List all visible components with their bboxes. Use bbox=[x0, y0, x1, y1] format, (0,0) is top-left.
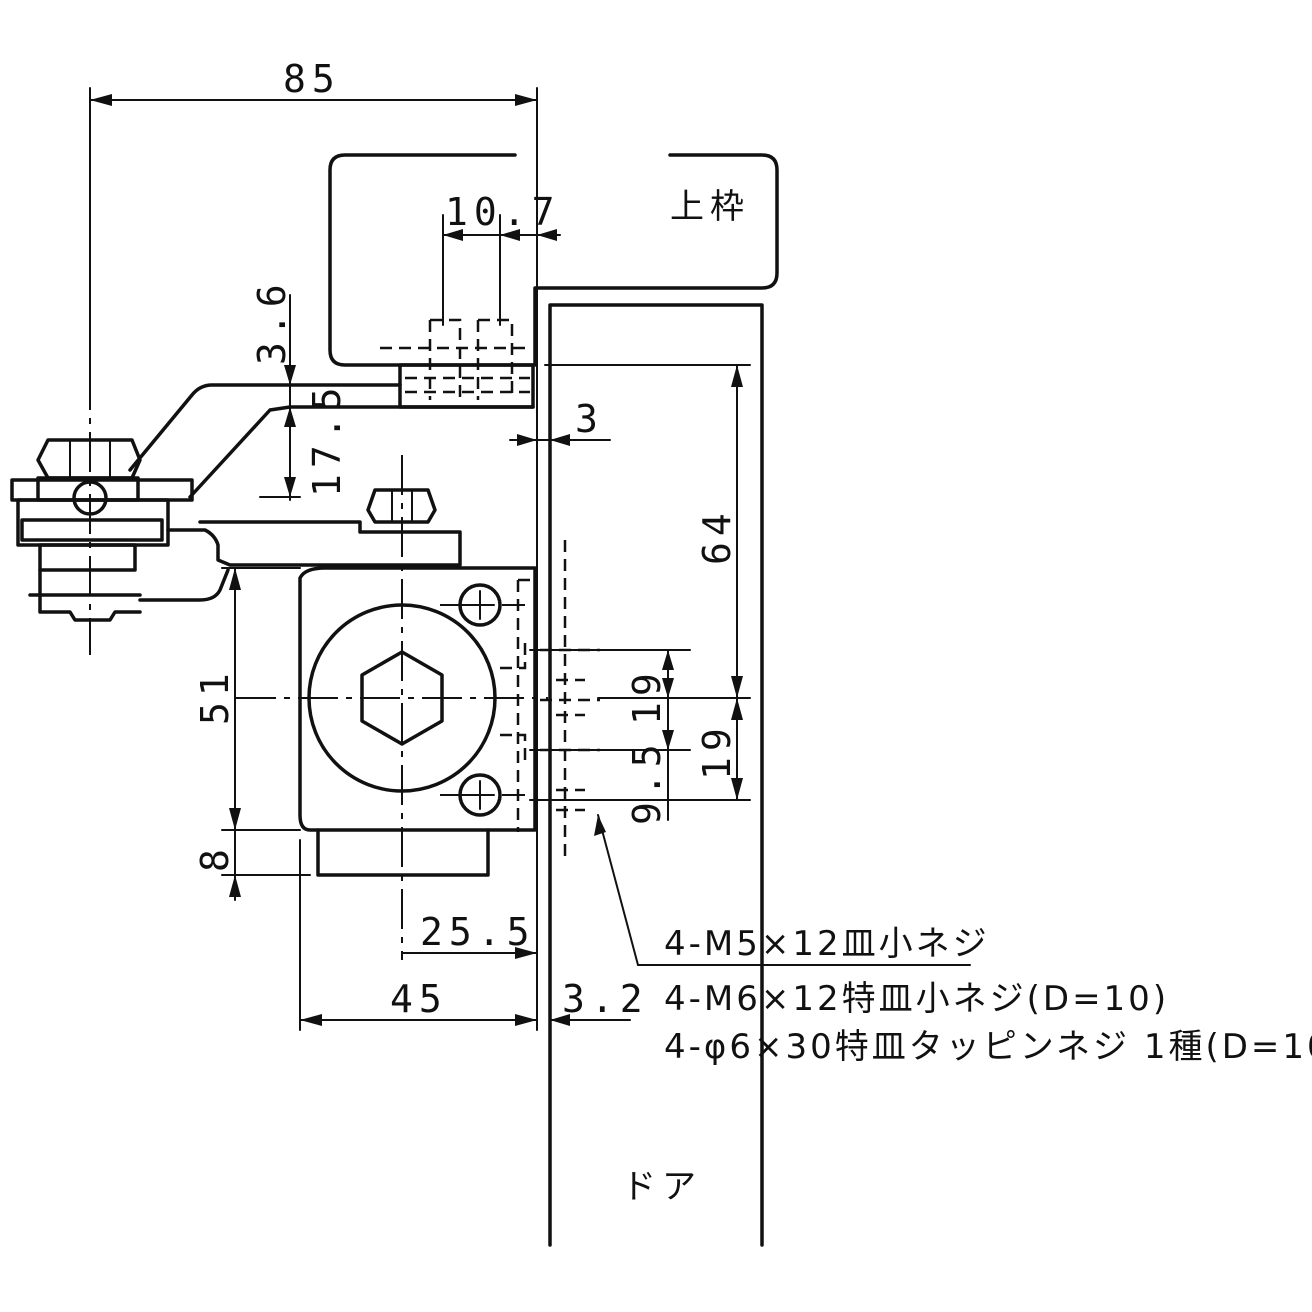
upper-arm bbox=[128, 318, 535, 499]
door-plate bbox=[298, 540, 600, 877]
dimension-lines bbox=[89, 94, 971, 1026]
dim-19-upper: 19 bbox=[625, 667, 669, 725]
screw-notes: 4-M5×12皿小ネジ 4-M6×12特皿小ネジ(D=10) 4-φ6×30特皿… bbox=[664, 924, 1312, 1067]
extension-lines bbox=[89, 87, 751, 1041]
door-label: ドア bbox=[622, 1167, 702, 1207]
center-lines bbox=[89, 370, 548, 960]
dim-10-7: 10.7 bbox=[445, 190, 561, 234]
dim-8: 8 bbox=[193, 843, 237, 872]
dim-45: 45 bbox=[390, 977, 448, 1021]
dim-3: 3 bbox=[575, 397, 604, 441]
pivot-assembly bbox=[10, 438, 462, 622]
dim-64: 64 bbox=[695, 507, 739, 565]
door: ドア bbox=[548, 303, 764, 1247]
lower-nut bbox=[366, 488, 437, 524]
dim-9-5: 9.5 bbox=[625, 738, 669, 825]
dim-25-5: 25.5 bbox=[420, 910, 536, 954]
screw-note-1: 4-M5×12皿小ネジ bbox=[664, 924, 990, 964]
dim-3-6: 3.6 bbox=[250, 278, 294, 365]
dim-3-2: 3.2 bbox=[562, 977, 649, 1021]
screw-note-3: 4-φ6×30特皿タッピンネジ 1種(D=10) bbox=[664, 1027, 1312, 1067]
dimension-texts: 85 10.7 3.6 17.5 3 64 19 19 9.5 51 8 25.… bbox=[193, 57, 739, 1021]
dim-85: 85 bbox=[283, 57, 341, 101]
frame-label: 上枠 bbox=[670, 187, 750, 227]
dim-19-lower: 19 bbox=[695, 722, 739, 780]
upper-frame: 上枠 bbox=[328, 153, 779, 367]
screw-note-2: 4-M6×12特皿小ネジ(D=10) bbox=[664, 979, 1169, 1019]
dim-51: 51 bbox=[193, 667, 237, 725]
dim-17-5: 17.5 bbox=[305, 381, 349, 497]
